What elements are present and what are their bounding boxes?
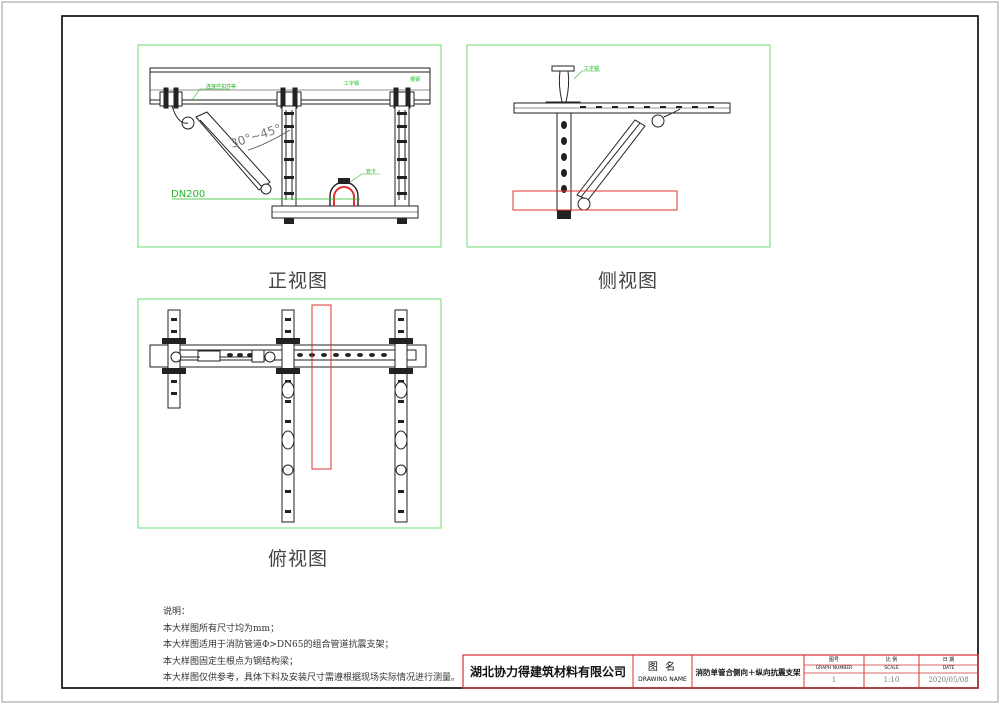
top-view-title: 俯视图 [268,548,329,570]
drawing-name-en: DRAWING NAME [638,676,687,683]
front-view-title: 正视图 [268,270,329,292]
side-pipe-outline [512,190,678,211]
front-strut-label: 槽钢 [410,76,420,83]
front-hanger-label: 连接件扣件等 [206,83,236,90]
graph-number-value: 1 [831,676,837,684]
note-line: 本大样图固定生根点为钢结构梁； [163,656,299,667]
drawing-name-cn: 图 名 [647,662,678,673]
front-clamp-label: 管卡 [366,168,376,175]
brace-pivot-bottom [260,183,272,195]
front-view: 30°~45° DN200 连接件扣件等 工字钢 槽钢 管卡 [137,44,442,248]
top-view-viewport [137,298,442,529]
beam-flange-top [149,67,431,73]
pipe-size-label: DN200 [171,189,205,200]
top-pipe-outline [311,304,332,470]
graph-number-cn: 图号 [828,657,839,663]
scale-value: 1:10 [883,676,900,684]
side-view-viewport [466,44,771,248]
drawing-title: 消防单管合侧向＋纵向抗震支架 [695,668,801,677]
scale-en: SCALE [884,666,899,671]
note-line: 本大样图所有尺寸均为mm； [163,623,280,634]
beam-section-web [558,70,570,103]
side-view: 工字钢 [466,44,771,248]
hanger-channel-right [394,105,410,207]
note-line: 本大样图适用于消防管道Φ>DN65的组合管道抗震支架； [163,640,394,650]
front-view-viewport [137,44,442,248]
date-cn: 日 期 [942,657,955,663]
graph-number-en: GRAPH NUMBER [815,666,853,671]
title-block [462,654,979,689]
company-name: 湖北协力得建筑材料有限公司 [469,665,626,679]
side-beam-label: 工字钢 [584,65,599,72]
scale-cn: 比 例 [885,657,898,663]
date-value: 2020/05/08 [928,676,969,684]
top-view [137,298,442,529]
beam-section-flange-top [551,65,575,72]
front-beam-label: 工字钢 [344,80,359,87]
angle-arc [247,129,291,151]
front-angle-label: 30°~45° [229,121,283,151]
note-line: 本大样图仅供参考，具体下料及安装尺寸需遵根据现场实际情况进行测量。 [163,673,461,683]
date-en: DATE [942,666,955,671]
note-line: 说明： [163,607,191,617]
beam-clamp-left [159,91,183,107]
drawing-notes: 说明： 本大样图所有尺寸均为mm； 本大样图适用于消防管道Φ>DN65的组合管道… [163,604,460,687]
diagonal-brace [195,111,271,191]
side-view-title: 侧视图 [598,270,659,292]
hanger-channel-middle [281,105,297,207]
